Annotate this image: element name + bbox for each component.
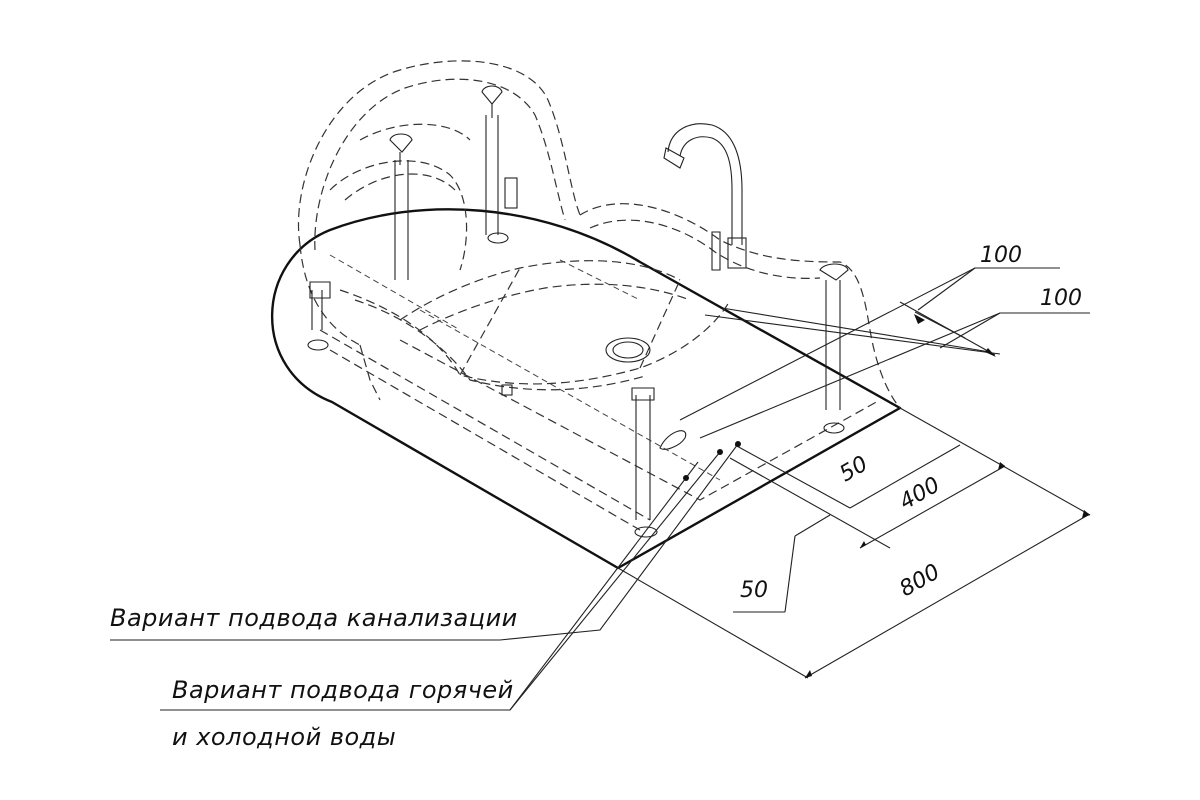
leg-right	[819, 263, 849, 434]
drain-hole	[605, 337, 651, 363]
leader-lines	[110, 443, 739, 711]
label-water-option-line1: Вариант подвода горячей	[172, 676, 514, 704]
tub-body-hidden-lines	[297, 60, 901, 531]
dim-100-a: 100	[980, 243, 1022, 268]
dim-400: 400	[896, 473, 945, 516]
label-drain-option: Вариант подвода канализации	[110, 604, 518, 632]
label-water-option-line2: и холодной воды	[172, 723, 396, 751]
dim-50-bottom: 50	[740, 578, 768, 603]
leg-front-left	[307, 281, 331, 351]
faucet-icon	[663, 123, 747, 271]
dim-50-right: 50	[836, 452, 873, 488]
floor-footprint-outline	[271, 208, 902, 570]
dim-100-b: 100	[1040, 286, 1082, 311]
leg-front-center	[631, 387, 658, 538]
leg-back-left	[389, 133, 413, 280]
dimension-lines	[617, 267, 1091, 679]
support-legs	[307, 85, 849, 538]
leg-back-center	[481, 85, 509, 244]
dim-800: 800	[896, 560, 945, 603]
